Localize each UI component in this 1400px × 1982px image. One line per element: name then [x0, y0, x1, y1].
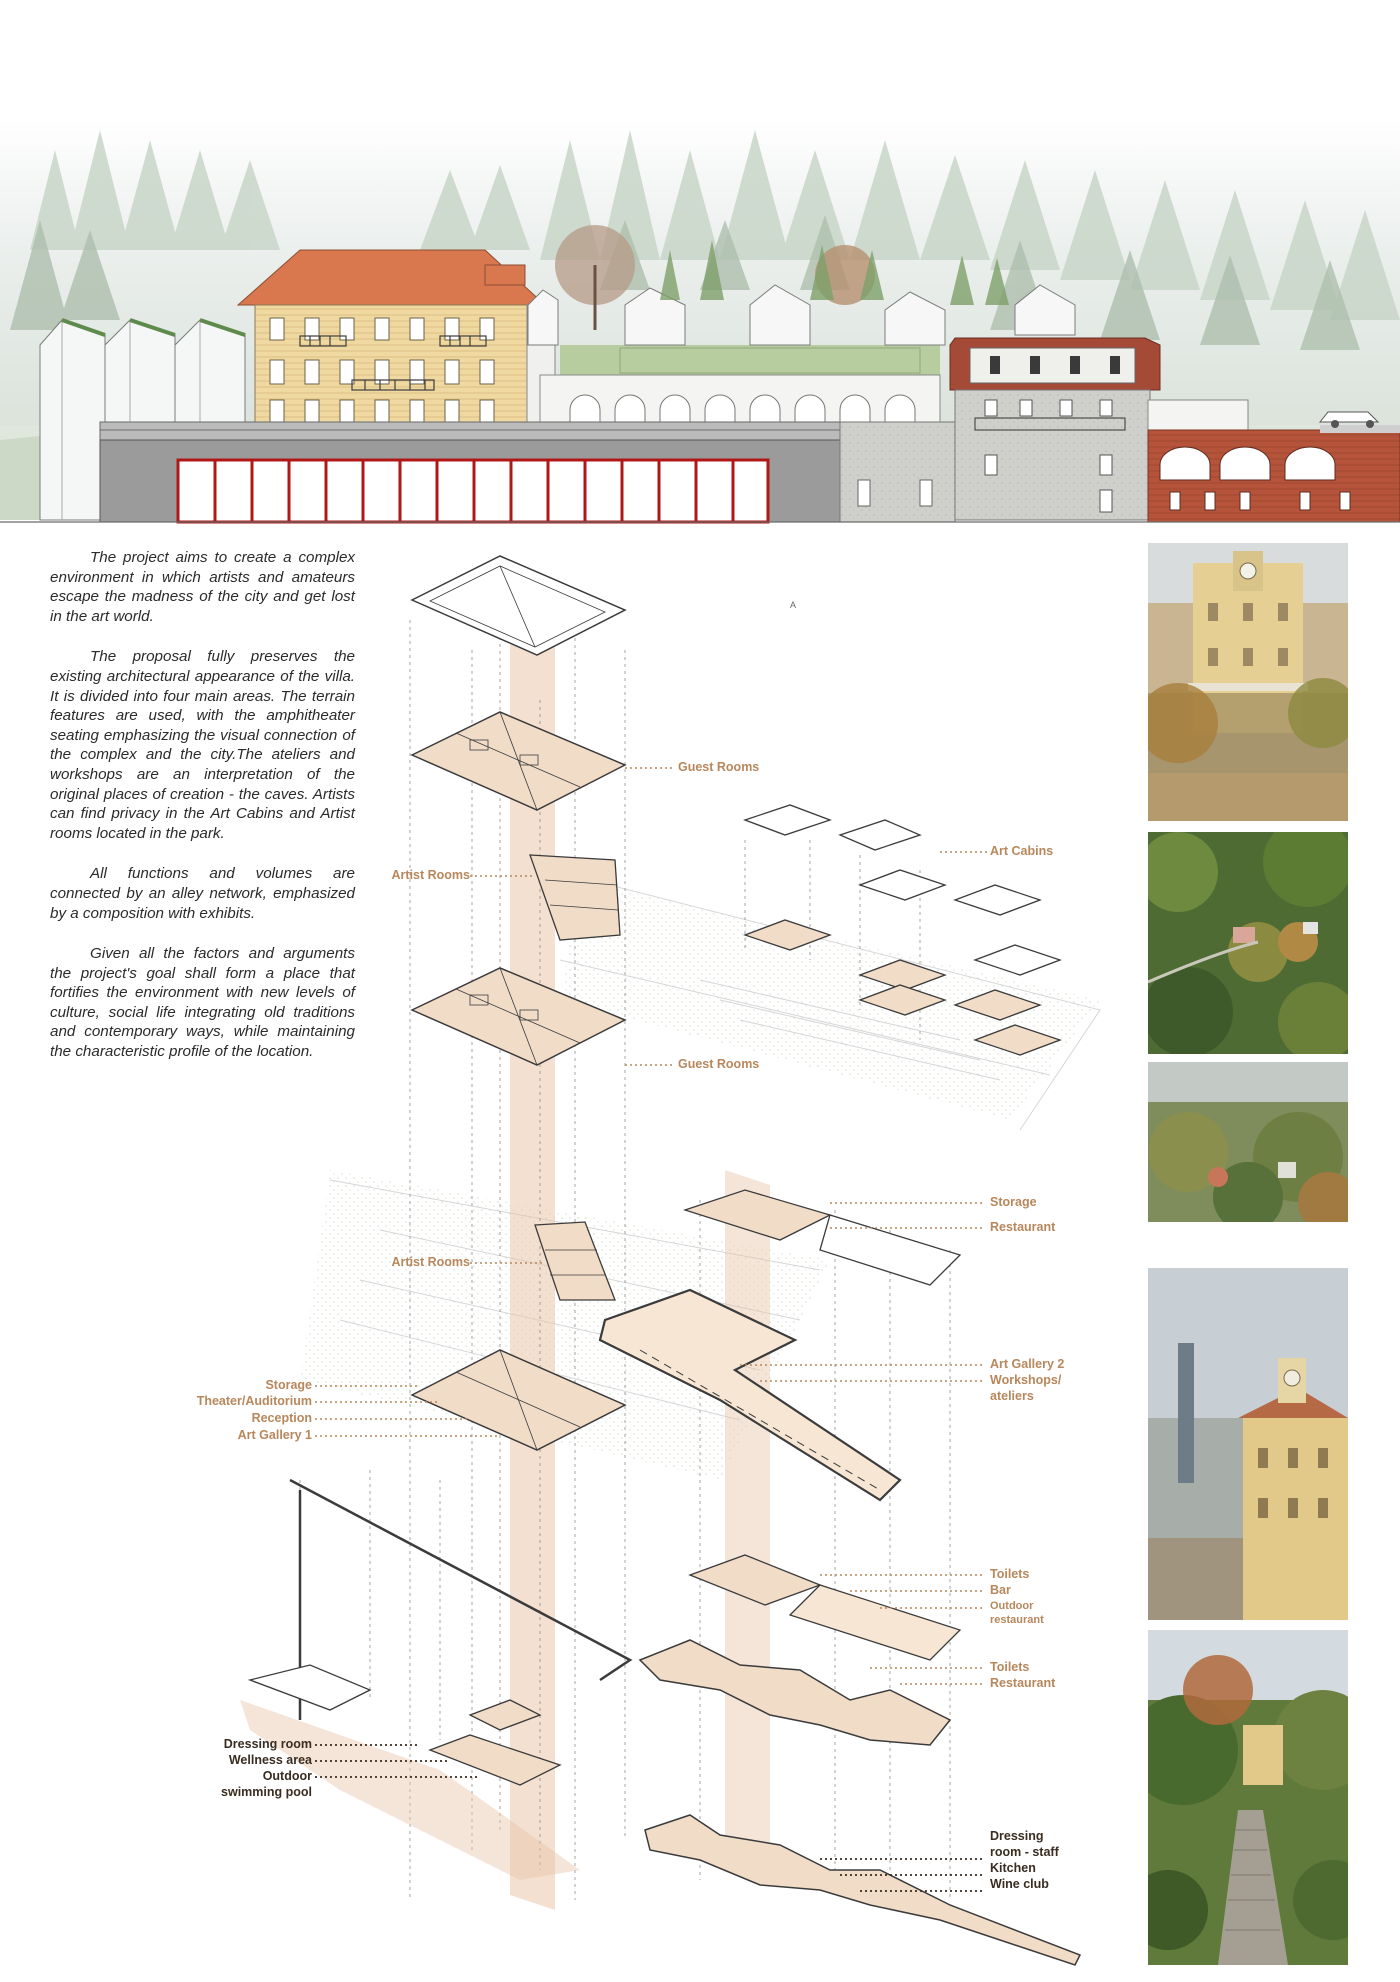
restaurant-upper	[682, 1189, 962, 1286]
roof-volume	[410, 555, 627, 656]
photo-garden-stairs	[1148, 1630, 1348, 1965]
label-artist-rooms-top: Artist Rooms	[391, 868, 470, 882]
chalet	[949, 337, 1161, 521]
art-cabins	[743, 804, 1062, 1056]
north-marker: A	[790, 600, 796, 610]
label-art-gallery-1: Art Gallery 1	[237, 1428, 312, 1442]
label-dressing-staff-2: room - staff	[990, 1845, 1059, 1859]
label-restaurant-top: Restaurant	[990, 1220, 1056, 1234]
label-art-cabins: Art Cabins	[990, 844, 1054, 858]
label-dressing-staff-1: Dressing	[990, 1829, 1044, 1843]
label-outdoor-restaurant-2: restaurant	[990, 1614, 1044, 1626]
label-reception: Reception	[251, 1411, 312, 1425]
label-wine-club: Wine club	[990, 1877, 1049, 1891]
label-workshops: Workshops/	[990, 1373, 1062, 1387]
label-outdoor-restaurant-1: Outdoor	[990, 1600, 1034, 1612]
label-dressing-room: Dressing room	[223, 1737, 312, 1751]
label-storage-top: Storage	[990, 1195, 1037, 1209]
project-description: The project aims to create a complex env…	[50, 548, 355, 1083]
photo-city-view	[1148, 1268, 1348, 1620]
bar-level	[688, 1554, 962, 1661]
restaurant-lower	[638, 1639, 952, 1746]
gallery-workshops	[598, 1288, 902, 1502]
label-art-gallery-2: Art Gallery 2	[990, 1357, 1065, 1371]
description-paragraph-4: Given all the factors and arguments the …	[50, 945, 355, 1061]
artist-rooms-middle	[534, 1221, 616, 1301]
brick-building	[1147, 399, 1400, 523]
photo-hillside-view	[1148, 1062, 1348, 1222]
exploded-axonometric-diagram: A	[240, 555, 1101, 1966]
theater-gallery-level	[410, 1349, 627, 1451]
label-guest-rooms-mid: Guest Rooms	[678, 1057, 760, 1071]
label-leaders-dark	[315, 1744, 985, 1892]
photo-villa-facade	[1148, 543, 1348, 821]
green-roof-terrace	[560, 345, 940, 375]
terrace-cabins	[527, 284, 1076, 346]
label-storage-left: Storage	[265, 1378, 312, 1392]
label-leaders	[315, 767, 988, 1685]
label-kitchen: Kitchen	[990, 1861, 1036, 1875]
label-theater: Theater/Auditorium	[196, 1394, 312, 1408]
kitchen-wine-club	[644, 1814, 1082, 1966]
label-guest-rooms-top: Guest Rooms	[678, 760, 760, 774]
label-toilets-2: Toilets	[990, 1660, 1030, 1674]
description-paragraph-3: All functions and volumes are connected …	[50, 865, 355, 922]
label-restaurant-low: Restaurant	[990, 1676, 1056, 1690]
label-wellness-area: Wellness area	[228, 1753, 312, 1767]
label-ateliers: ateliers	[990, 1389, 1034, 1403]
label-toilets-1: Toilets	[990, 1567, 1030, 1581]
label-outdoor-pool-1: Outdoor	[262, 1769, 312, 1783]
photo-aerial-forest	[1148, 832, 1348, 1054]
villa	[236, 249, 556, 426]
podium-base	[0, 421, 1400, 524]
label-bar: Bar	[990, 1583, 1011, 1597]
description-paragraph-2: The proposal fully preserves the existin…	[50, 648, 355, 842]
label-artist-rooms-mid: Artist Rooms	[391, 1255, 470, 1269]
label-outdoor-pool-2: swimming pool	[221, 1785, 312, 1799]
site-elevation-drawing	[0, 120, 1400, 524]
artist-rooms-upper	[529, 854, 621, 941]
guest-rooms-level-upper	[410, 711, 627, 811]
guest-rooms-level-lower	[410, 967, 627, 1066]
description-paragraph-1: The project aims to create a complex env…	[50, 549, 355, 625]
